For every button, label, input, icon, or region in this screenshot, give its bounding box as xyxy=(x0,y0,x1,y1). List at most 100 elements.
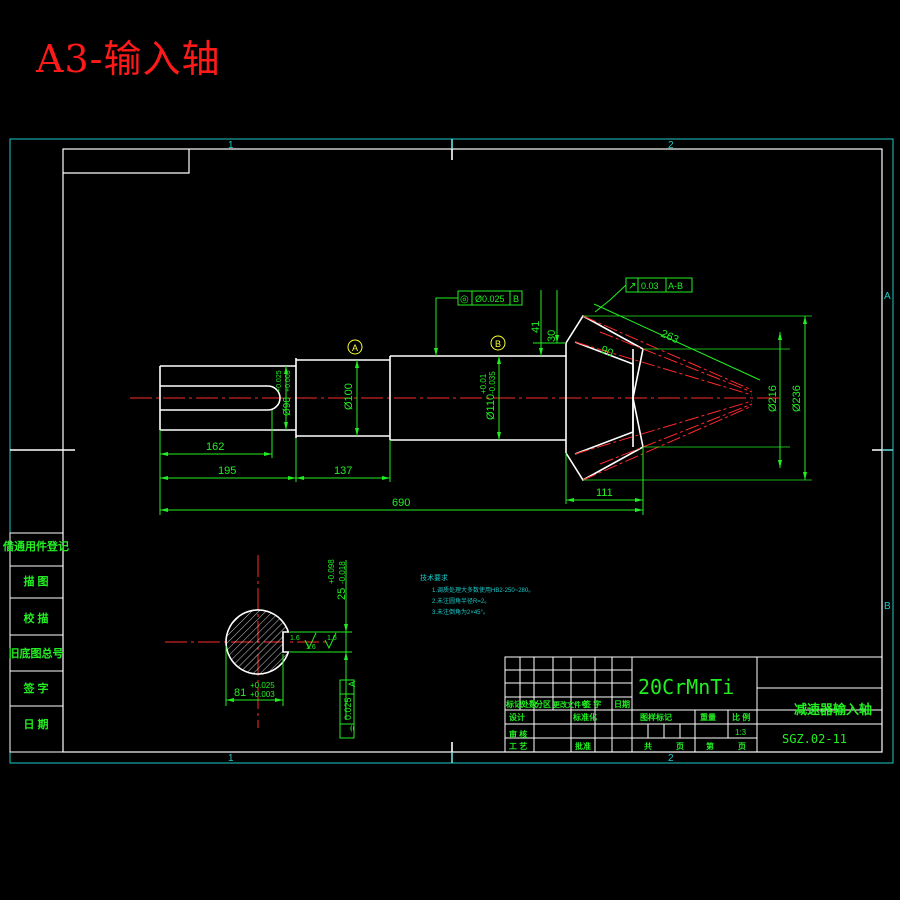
symmetry-frame: A 0.025 ⌯ xyxy=(339,679,357,739)
technical-notes: 技术要求 1.调质处理大多数使用HB2-250~280。 2.未注圆角半径R=2… xyxy=(420,573,534,616)
tb-r-check: 审 核 xyxy=(509,729,527,739)
tb-h-mark: 标记 xyxy=(505,699,522,709)
symmetry-value: 0.025 xyxy=(343,697,353,720)
runout-datum: A-B xyxy=(668,281,683,291)
corner-box xyxy=(63,149,190,174)
tb-h-stage: 图样标记 xyxy=(640,712,672,722)
tb-h-docno: 更改文件号 xyxy=(553,700,588,709)
tb-sheet-total: 共 xyxy=(644,741,652,751)
tb-r-design: 设计 xyxy=(509,712,525,722)
zone-label-1-bottom: 1 xyxy=(228,753,234,764)
dimension-texts: 162 195 137 690 111 263 90 41 30 Ø100 Ø1… xyxy=(206,321,803,509)
dim-dia110-lower: -0.035 xyxy=(488,371,497,394)
side-table-cell: 描 图 xyxy=(23,574,48,588)
coaxiality-value: Ø0.025 xyxy=(475,294,505,304)
section-width-upper: +0.098 xyxy=(327,559,336,584)
tb-r-process: 工 艺 xyxy=(509,741,527,751)
dim-263: 263 xyxy=(659,328,681,346)
tb-h-count: 处数 xyxy=(520,699,538,709)
dim-162: 162 xyxy=(206,441,224,453)
roughness-2: 1.6 xyxy=(306,644,316,651)
dim-137: 137 xyxy=(334,465,352,477)
notes-line-3: 3.未注倒角为2×45°。 xyxy=(432,608,489,616)
datum-markers: A B xyxy=(347,335,506,355)
zone-label-2: 2 xyxy=(668,140,674,151)
outer-border xyxy=(9,138,894,764)
tb-h-sign: 签 字 xyxy=(582,699,601,709)
side-table-cell: 校 描 xyxy=(23,611,48,625)
section-depth-upper: +0.025 xyxy=(250,681,275,690)
frame xyxy=(9,138,894,764)
side-table-cell: 旧底图总号 xyxy=(9,646,64,660)
section-depth: 81 xyxy=(234,687,246,699)
tb-h-scale: 比 例 xyxy=(732,712,750,722)
dim-dia216: Ø216 xyxy=(767,385,779,412)
tb-r-approve: 批准 xyxy=(575,741,591,751)
dim-41: 41 xyxy=(530,321,542,333)
notes-line-2: 2.未注圆角半径R=2。 xyxy=(432,597,490,605)
gear-pitch-lines xyxy=(574,315,753,481)
dimension-lines xyxy=(159,284,812,515)
dim-30: 30 xyxy=(546,330,558,342)
tb-material: 20CrMnTi xyxy=(638,675,734,699)
datum-b-label: B xyxy=(495,339,501,349)
dim-dia90-upper: +0.025 xyxy=(276,370,283,392)
tb-r-stdz: 标准化 xyxy=(572,712,597,722)
side-table-cell: 日 期 xyxy=(23,717,48,731)
tb-part-name: 减速器输入轴 xyxy=(794,702,872,717)
section-width-lower: -0.018 xyxy=(338,561,347,584)
runout-value: 0.03 xyxy=(641,281,659,291)
title-block: 标记 处数 分区 更改文件号 签 字 日期 设计 标准化 审 核 工 艺 批准 … xyxy=(504,656,883,753)
drawing-title: A3-输入轴 xyxy=(36,37,221,81)
inner-frame xyxy=(62,148,883,753)
dim-111: 111 xyxy=(596,487,613,499)
tb-h-zone: 分区 xyxy=(535,699,551,709)
side-table: 借通用件登记 描 图 校 描 旧底图总号 签 字 日 期 xyxy=(2,532,69,753)
symmetry-datum: A xyxy=(347,681,357,687)
side-table-cell: 签 字 xyxy=(22,681,48,695)
dim-90: 90 xyxy=(599,344,615,360)
zone-label-b: B xyxy=(884,601,891,612)
dim-dia100: Ø100 xyxy=(343,383,355,410)
zone-label-a: A xyxy=(884,291,891,302)
runout-frame: ↗ 0.03 A-B xyxy=(625,277,693,293)
tb-sheet-unit: 页 xyxy=(676,742,684,751)
symmetry-symbol: ⌯ xyxy=(346,724,356,732)
coaxiality-symbol: ◎ xyxy=(460,294,469,305)
dim-dia90-lower: +0.003 xyxy=(285,370,292,392)
dim-690: 690 xyxy=(392,497,410,509)
dim-dia110: Ø110 xyxy=(485,394,497,420)
tb-h-weight: 重量 xyxy=(700,712,716,722)
dim-195: 195 xyxy=(218,465,236,477)
tb-scale-value: 1:3 xyxy=(735,728,747,737)
zone-labels: 1 2 1 2 A B xyxy=(228,140,891,764)
section-view: 25 +0.098 -0.018 81 +0.025 +0.003 1.6 1.… xyxy=(165,555,357,739)
datum-b-marker xyxy=(490,335,506,351)
datum-a-label: A xyxy=(352,343,358,353)
centering-marks xyxy=(10,139,893,763)
shaft-view xyxy=(130,314,780,482)
tb-drawing-no: SGZ.02-11 xyxy=(782,732,847,746)
dimension-arrows xyxy=(160,316,807,512)
notes-title: 技术要求 xyxy=(420,573,448,582)
zone-label-1: 1 xyxy=(228,140,234,151)
roughness-3: 1.6 xyxy=(327,635,337,642)
notes-line-1: 1.调质处理大多数使用HB2-250~280。 xyxy=(432,586,534,594)
section-width: 25 xyxy=(336,588,348,600)
section-depth-lower: +0.003 xyxy=(250,690,275,699)
side-table-cell: 借通用件登记 xyxy=(2,539,69,553)
coaxiality-frame: ◎ Ø0.025 B xyxy=(457,290,523,306)
dim-dia90: Ø90 xyxy=(282,397,293,416)
runout-symbol: ↗ xyxy=(628,281,636,292)
tb-sheet-unit2: 页 xyxy=(738,742,746,751)
dim-dia110-upper: +0.01 xyxy=(479,373,488,394)
roughness-1: 1.6 xyxy=(290,635,300,642)
inner-border xyxy=(62,148,883,753)
tb-h-date: 日期 xyxy=(614,699,630,709)
tb-sheet-no: 第 xyxy=(706,741,714,751)
coaxiality-datum: B xyxy=(513,294,519,304)
datum-a-marker xyxy=(347,339,363,355)
section-outline xyxy=(225,609,290,675)
zone-label-2-bottom: 2 xyxy=(668,753,674,764)
